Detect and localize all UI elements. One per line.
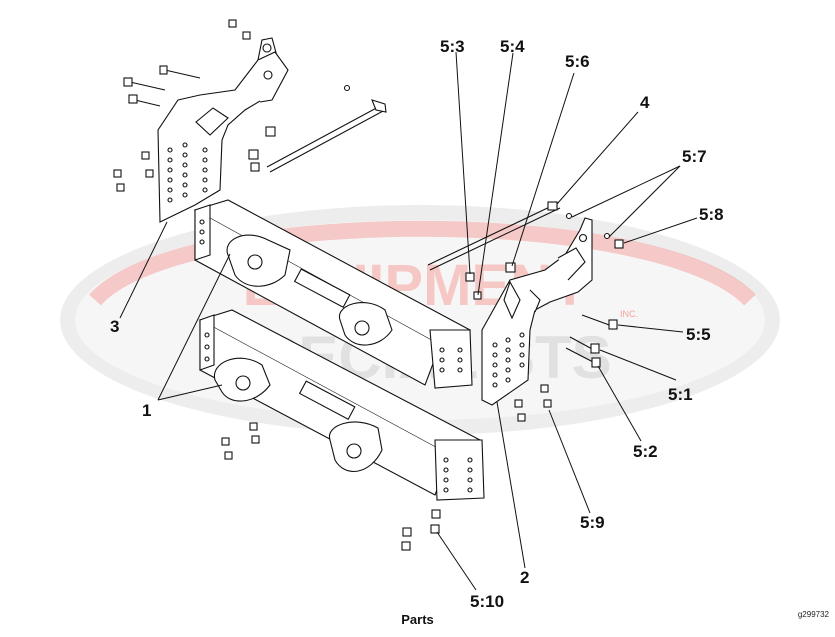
callout-5-5: 5:5	[686, 325, 711, 344]
figure-id: g299732	[797, 610, 829, 619]
callout-5-7: 5:7	[682, 147, 707, 166]
callout-5-3: 5:3	[440, 37, 465, 56]
callout-1: 1	[142, 401, 151, 420]
left-mount-plate	[113, 19, 289, 223]
watermark-mark: INC.	[620, 309, 638, 319]
nuts-bottom	[401, 509, 441, 551]
right-plate-hole-pattern	[492, 332, 525, 388]
diagram-caption: Parts	[401, 612, 434, 627]
right-mount-plate	[481, 217, 593, 406]
callout-5-2: 5:2	[633, 442, 658, 461]
callout-4: 4	[640, 93, 650, 112]
callout-5-4: 5:4	[500, 37, 525, 56]
hitch-tube-upper	[193, 199, 473, 389]
nuts-lower-left	[221, 422, 260, 460]
center-pin-rod	[266, 84, 387, 173]
callout-5-1: 5:1	[668, 385, 693, 404]
callout-3: 3	[110, 317, 119, 336]
lower-tube-end-holes	[443, 457, 473, 493]
callout-5-10: 5:10	[470, 592, 504, 611]
callout-5-8: 5:8	[699, 205, 724, 224]
callout-2: 2	[520, 568, 529, 587]
callout-labels: 1 2 3 4 5:1 5:2 5:3 5:4 5:5 5:6 5:7 5:8 …	[110, 37, 724, 611]
leader-lines	[119, 51, 698, 591]
hitch-tube-lower	[198, 309, 485, 501]
right-hardware	[427, 201, 624, 422]
upper-tube-end-holes	[439, 347, 463, 373]
callout-5-9: 5:9	[580, 513, 605, 532]
left-plate-hole-pattern	[167, 142, 208, 203]
callout-5-6: 5:6	[565, 52, 590, 71]
